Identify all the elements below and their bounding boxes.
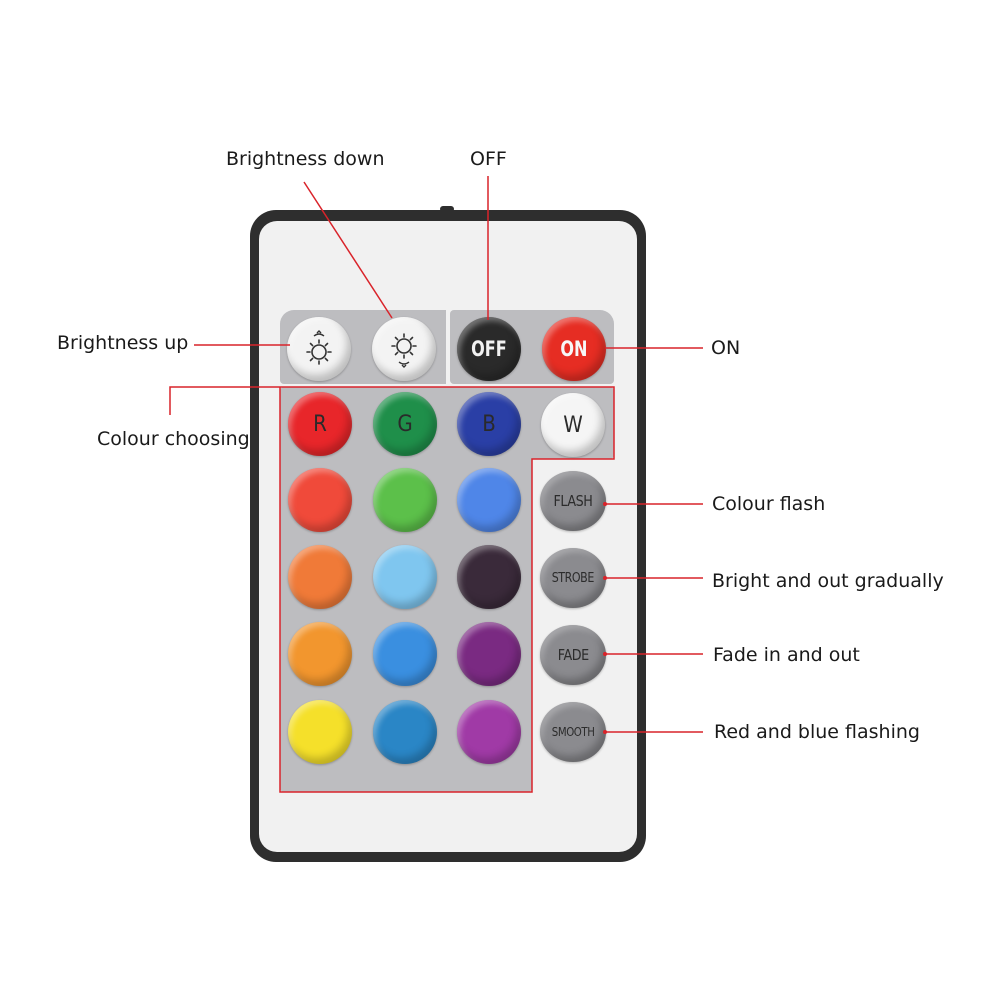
on-label: ON bbox=[711, 337, 741, 359]
on-button-label: ON bbox=[560, 337, 588, 361]
remote-notch bbox=[440, 206, 454, 212]
colour-button-row4-1[interactable] bbox=[288, 622, 352, 686]
smooth-button-label: SMOOTH bbox=[551, 725, 595, 739]
colour-button-row3-1[interactable] bbox=[288, 545, 352, 609]
colour-button-row2-1[interactable] bbox=[288, 468, 352, 532]
colour-button-row4-3[interactable] bbox=[457, 622, 521, 686]
colour-button-row4-2[interactable] bbox=[373, 622, 437, 686]
colour-button-row3-3[interactable] bbox=[457, 545, 521, 609]
red-blue-flashing-label: Red and blue flashing bbox=[714, 721, 920, 743]
colour-choosing-bracket bbox=[169, 386, 615, 793]
sun-arrow-down-icon bbox=[391, 333, 417, 368]
smooth-button[interactable]: SMOOTH bbox=[540, 702, 606, 762]
flash-button-label: FLASH bbox=[553, 492, 593, 510]
green-button[interactable]: G bbox=[373, 392, 437, 456]
blue-button-label: B bbox=[482, 411, 496, 437]
brightness-down-leader bbox=[303, 181, 393, 319]
colour-button-row3-2[interactable] bbox=[373, 545, 437, 609]
colour-button-row2-3[interactable] bbox=[457, 468, 521, 532]
white-button[interactable]: W bbox=[541, 393, 605, 457]
off-label: OFF bbox=[470, 148, 507, 170]
brightness-up-button[interactable] bbox=[287, 317, 351, 381]
white-button-label: W bbox=[563, 412, 583, 438]
colour-choosing-label: Colour choosing bbox=[97, 428, 250, 450]
flash-button[interactable]: FLASH bbox=[540, 471, 606, 531]
off-button[interactable]: OFF bbox=[457, 317, 521, 381]
brightness-up-label: Brightness up bbox=[57, 332, 189, 354]
strobe-button-label: STROBE bbox=[551, 570, 595, 586]
fade-in-out-label: Fade in and out bbox=[713, 644, 860, 666]
sun-arrow-up-icon bbox=[306, 330, 332, 365]
fade-button[interactable]: FADE bbox=[540, 625, 606, 685]
red-button[interactable]: R bbox=[288, 392, 352, 456]
colour-button-row5-1[interactable] bbox=[288, 700, 352, 764]
green-button-label: G bbox=[397, 411, 413, 437]
strobe-button[interactable]: STROBE bbox=[540, 548, 606, 608]
colour-button-row5-2[interactable] bbox=[373, 700, 437, 764]
blue-button[interactable]: B bbox=[457, 392, 521, 456]
brightness-down-button[interactable] bbox=[372, 317, 436, 381]
bright-out-gradually-label: Bright and out gradually bbox=[712, 570, 944, 592]
brightness-down-label: Brightness down bbox=[226, 148, 385, 170]
colour-flash-label: Colour flash bbox=[712, 493, 826, 515]
red-button-label: R bbox=[313, 411, 327, 437]
fade-button-label: FADE bbox=[557, 646, 589, 664]
colour-button-row2-2[interactable] bbox=[373, 468, 437, 532]
on-button[interactable]: ON bbox=[542, 317, 606, 381]
off-button-label: OFF bbox=[471, 337, 507, 361]
colour-button-row5-3[interactable] bbox=[457, 700, 521, 764]
